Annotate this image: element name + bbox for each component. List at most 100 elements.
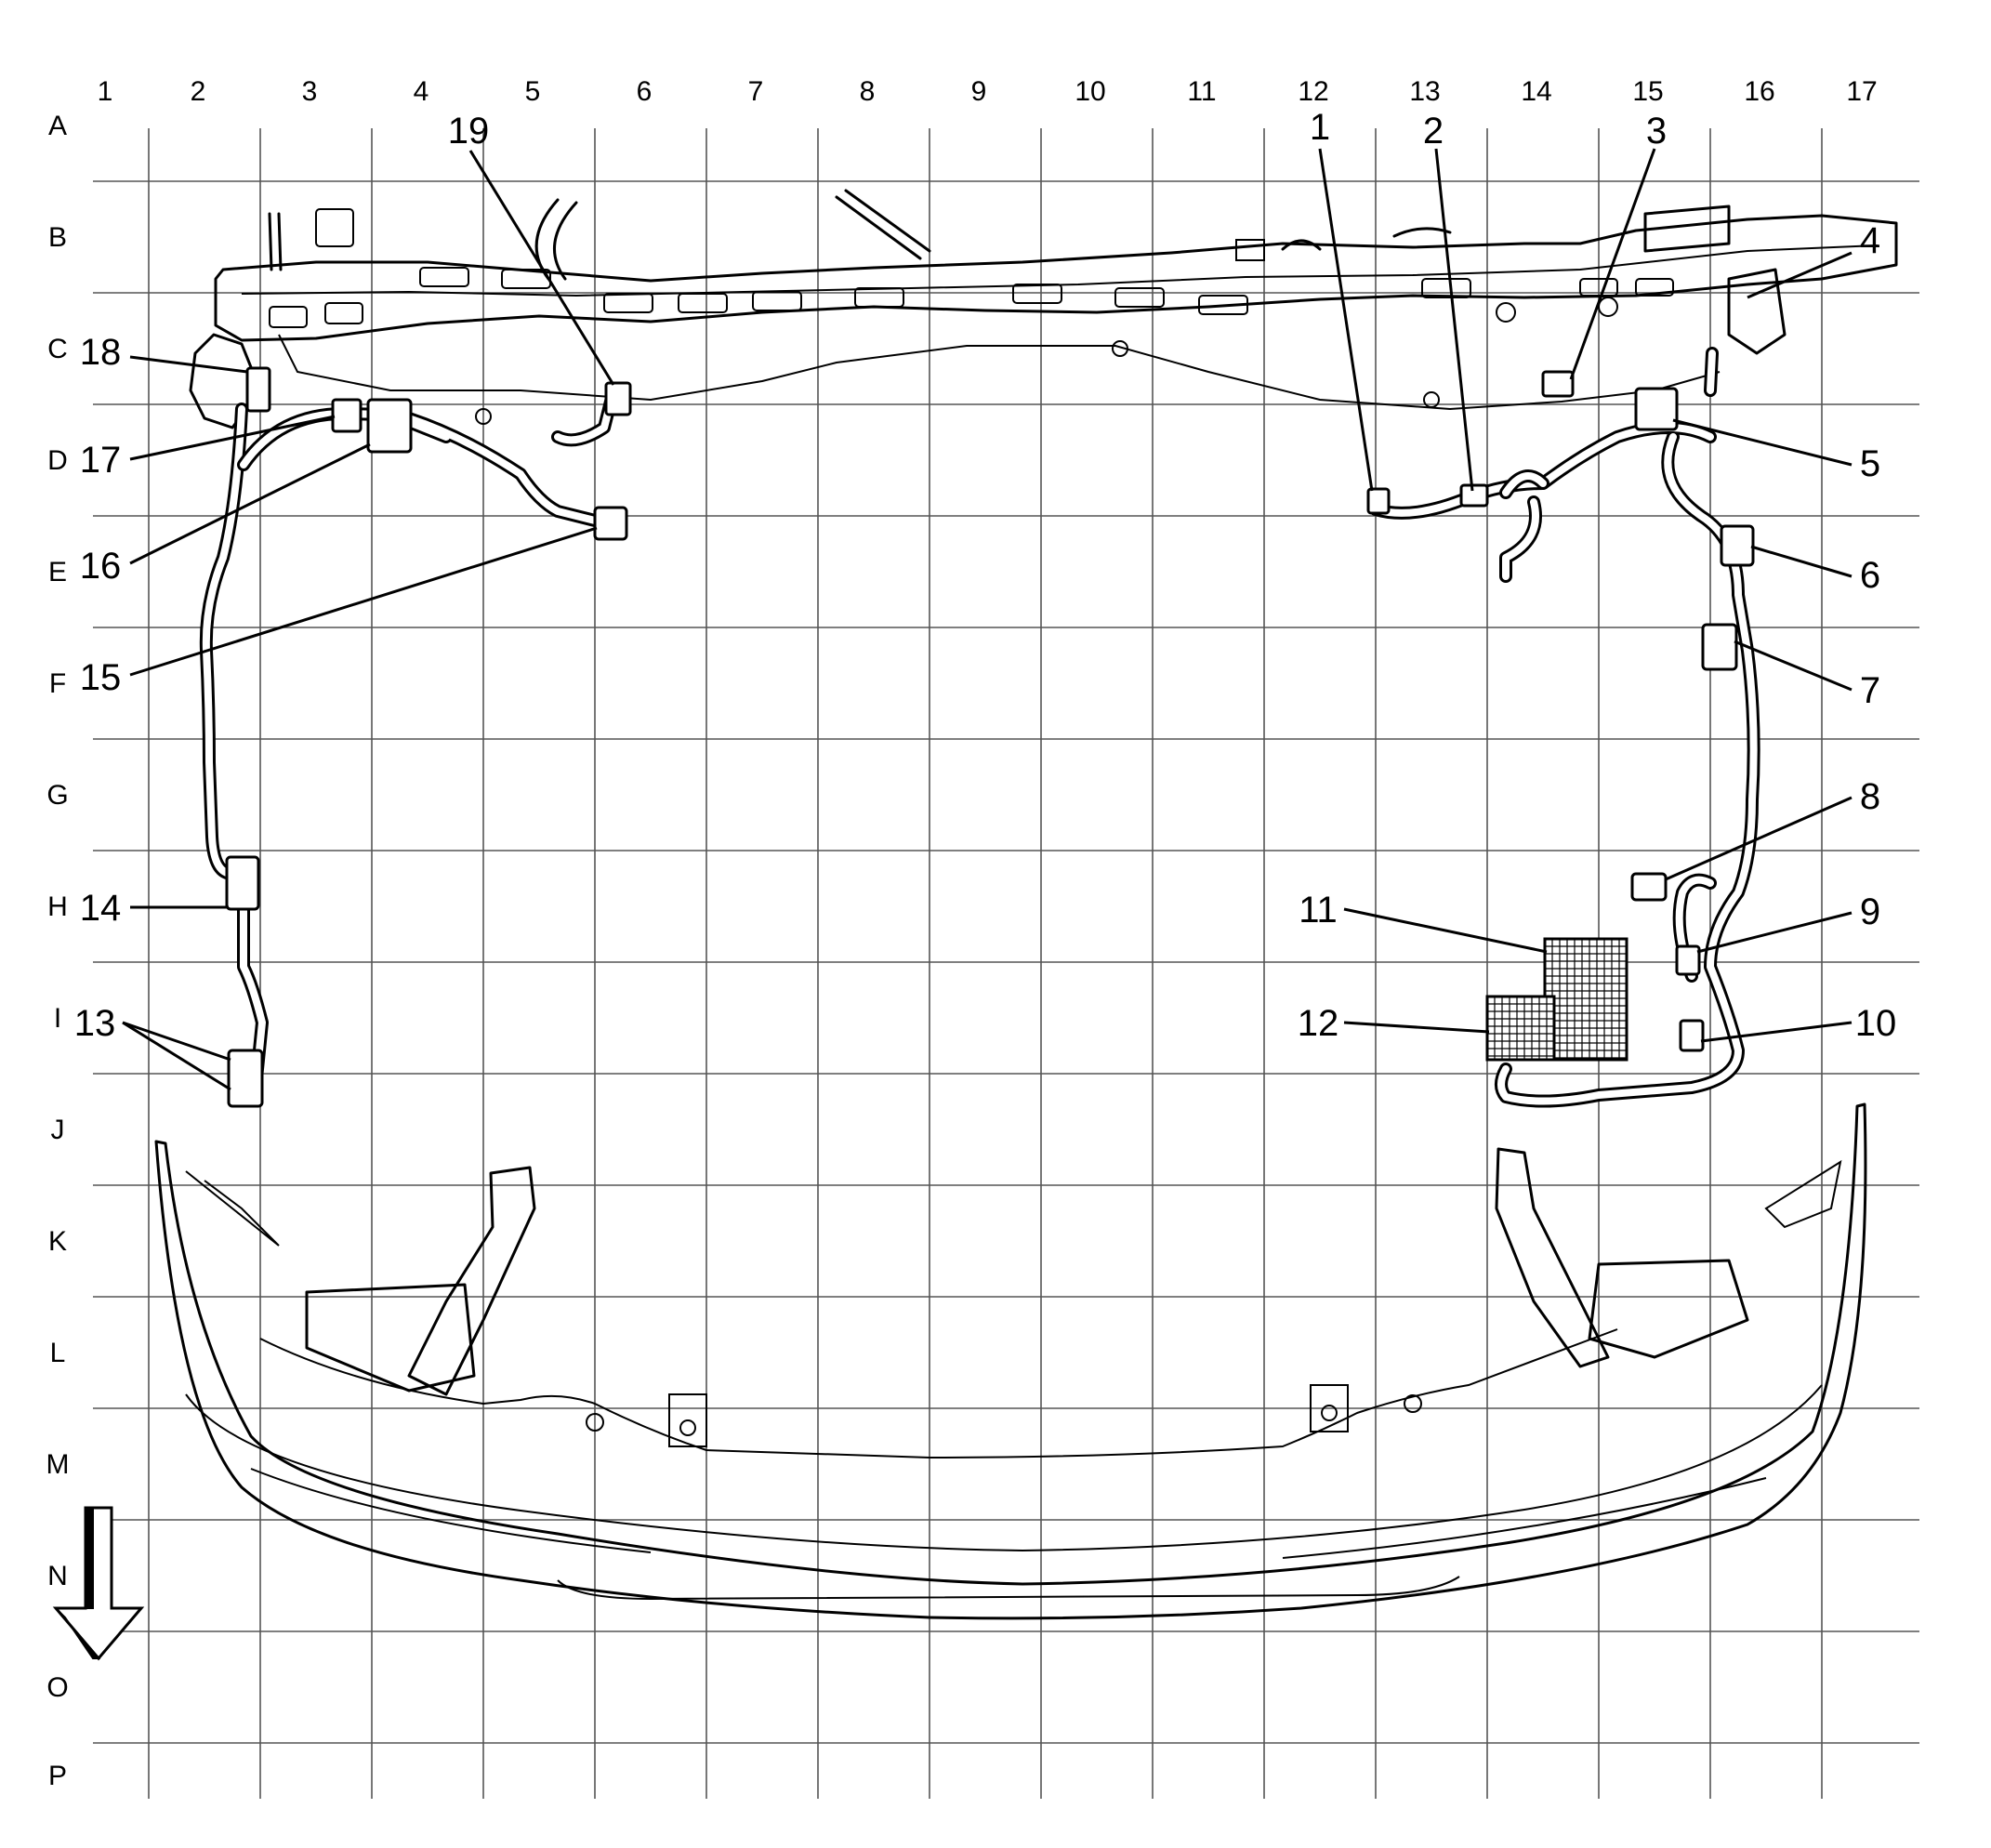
arrow-down-icon [52,1506,145,1661]
column-label: 17 [1846,76,1877,107]
leader-lines [122,148,1853,1091]
leader-6 [1750,545,1853,578]
leader-11 [1343,907,1548,954]
connector-8-part [1630,872,1668,902]
row-label: K [48,1226,67,1257]
callout-9: 9 [1860,891,1880,932]
column-label: 3 [302,76,318,107]
engine-wiring-harness [199,347,1760,1108]
column-labels: 1 2 3 4 5 6 7 8 9 10 11 12 13 14 15 16 1… [98,76,1878,107]
row-label: D [47,445,68,476]
leader-13a [122,1021,231,1062]
connector-10-part [1679,1019,1705,1052]
callout-1: 1 [1310,107,1330,148]
callout-7: 7 [1860,670,1880,711]
callout-17: 17 [80,440,122,481]
leader-4 [1747,251,1853,299]
column-label: 8 [860,76,876,107]
column-label: 9 [971,76,987,107]
callout-16: 16 [80,546,122,587]
front-cross-member [189,189,1898,429]
leader-9 [1696,911,1853,954]
column-label: 16 [1744,76,1774,107]
callout-4: 4 [1860,220,1880,261]
leader-16 [129,442,371,565]
module-11-part [1543,937,1628,1062]
leader-5 [1672,418,1853,467]
callout-15: 15 [80,657,122,698]
connector-16-part [366,398,413,454]
leader-15 [129,526,598,677]
column-label: 2 [191,76,206,107]
callout-8: 8 [1860,776,1880,817]
row-label: F [49,668,66,699]
callout-11: 11 [1299,890,1338,931]
row-label: P [48,1761,67,1791]
row-label: J [51,1115,65,1145]
callout-3: 3 [1646,111,1667,152]
row-label: L [50,1338,66,1368]
leader-8 [1665,796,1853,881]
leader-19 [468,150,615,386]
column-label: 14 [1521,76,1551,107]
column-label: 13 [1409,76,1440,107]
callout-18: 18 [80,332,122,373]
connector-2-part [1459,483,1489,508]
callout-5: 5 [1860,443,1880,484]
callout-14: 14 [80,888,122,929]
callout-2: 2 [1423,111,1444,152]
callout-6: 6 [1860,555,1880,596]
leader-7 [1734,640,1853,692]
connector-15-part [593,506,628,541]
row-label: H [47,891,68,922]
connectors [225,366,1755,1108]
connector-13-part [227,1049,264,1108]
leader-10 [1700,1021,1853,1043]
leader-13b [122,1021,231,1091]
connector-3-part [1541,370,1575,398]
callout-labels: 1 2 3 4 5 6 7 8 9 10 11 12 13 14 15 16 1… [74,107,1897,1044]
row-label: A [48,111,67,141]
connector-17-part [331,398,363,433]
leader-18 [129,355,248,374]
leader-2 [1434,148,1474,492]
connector-18-part [245,366,271,413]
connector-6-part [1720,524,1755,567]
connector-19-part [604,381,632,416]
callout-10: 10 [1855,1003,1897,1044]
connector-14-part [225,855,260,911]
row-label: O [46,1672,68,1703]
row-label: N [47,1561,68,1591]
row-labels: A B C D E F G H I J K L M N O P [46,111,70,1791]
connector-7-part [1701,623,1738,671]
connector-5-part [1634,387,1679,431]
connector-1-part [1366,487,1391,515]
column-label: 6 [637,76,653,107]
callout-13: 13 [74,1003,116,1044]
column-label: 15 [1632,76,1663,107]
callout-12: 12 [1298,1003,1339,1044]
column-label: 12 [1298,76,1328,107]
leader-3 [1569,148,1656,380]
column-label: 10 [1075,76,1105,107]
row-label: B [48,222,67,253]
row-label: C [47,334,68,364]
leader-12 [1343,1021,1490,1034]
column-label: 11 [1187,76,1216,107]
leader-1 [1318,148,1374,492]
module-12-part [1485,995,1556,1062]
column-label: 5 [525,76,541,107]
row-label: M [46,1449,70,1480]
row-label: G [46,780,68,811]
column-label: 7 [748,76,764,107]
leader-17 [129,415,336,461]
connector-9-part [1675,944,1701,976]
column-label: 1 [98,76,113,107]
callout-19: 19 [448,111,490,152]
row-label: I [54,1003,61,1034]
row-label: E [48,557,67,587]
column-label: 4 [414,76,429,107]
front-bumper-fascia [154,1102,1867,1620]
